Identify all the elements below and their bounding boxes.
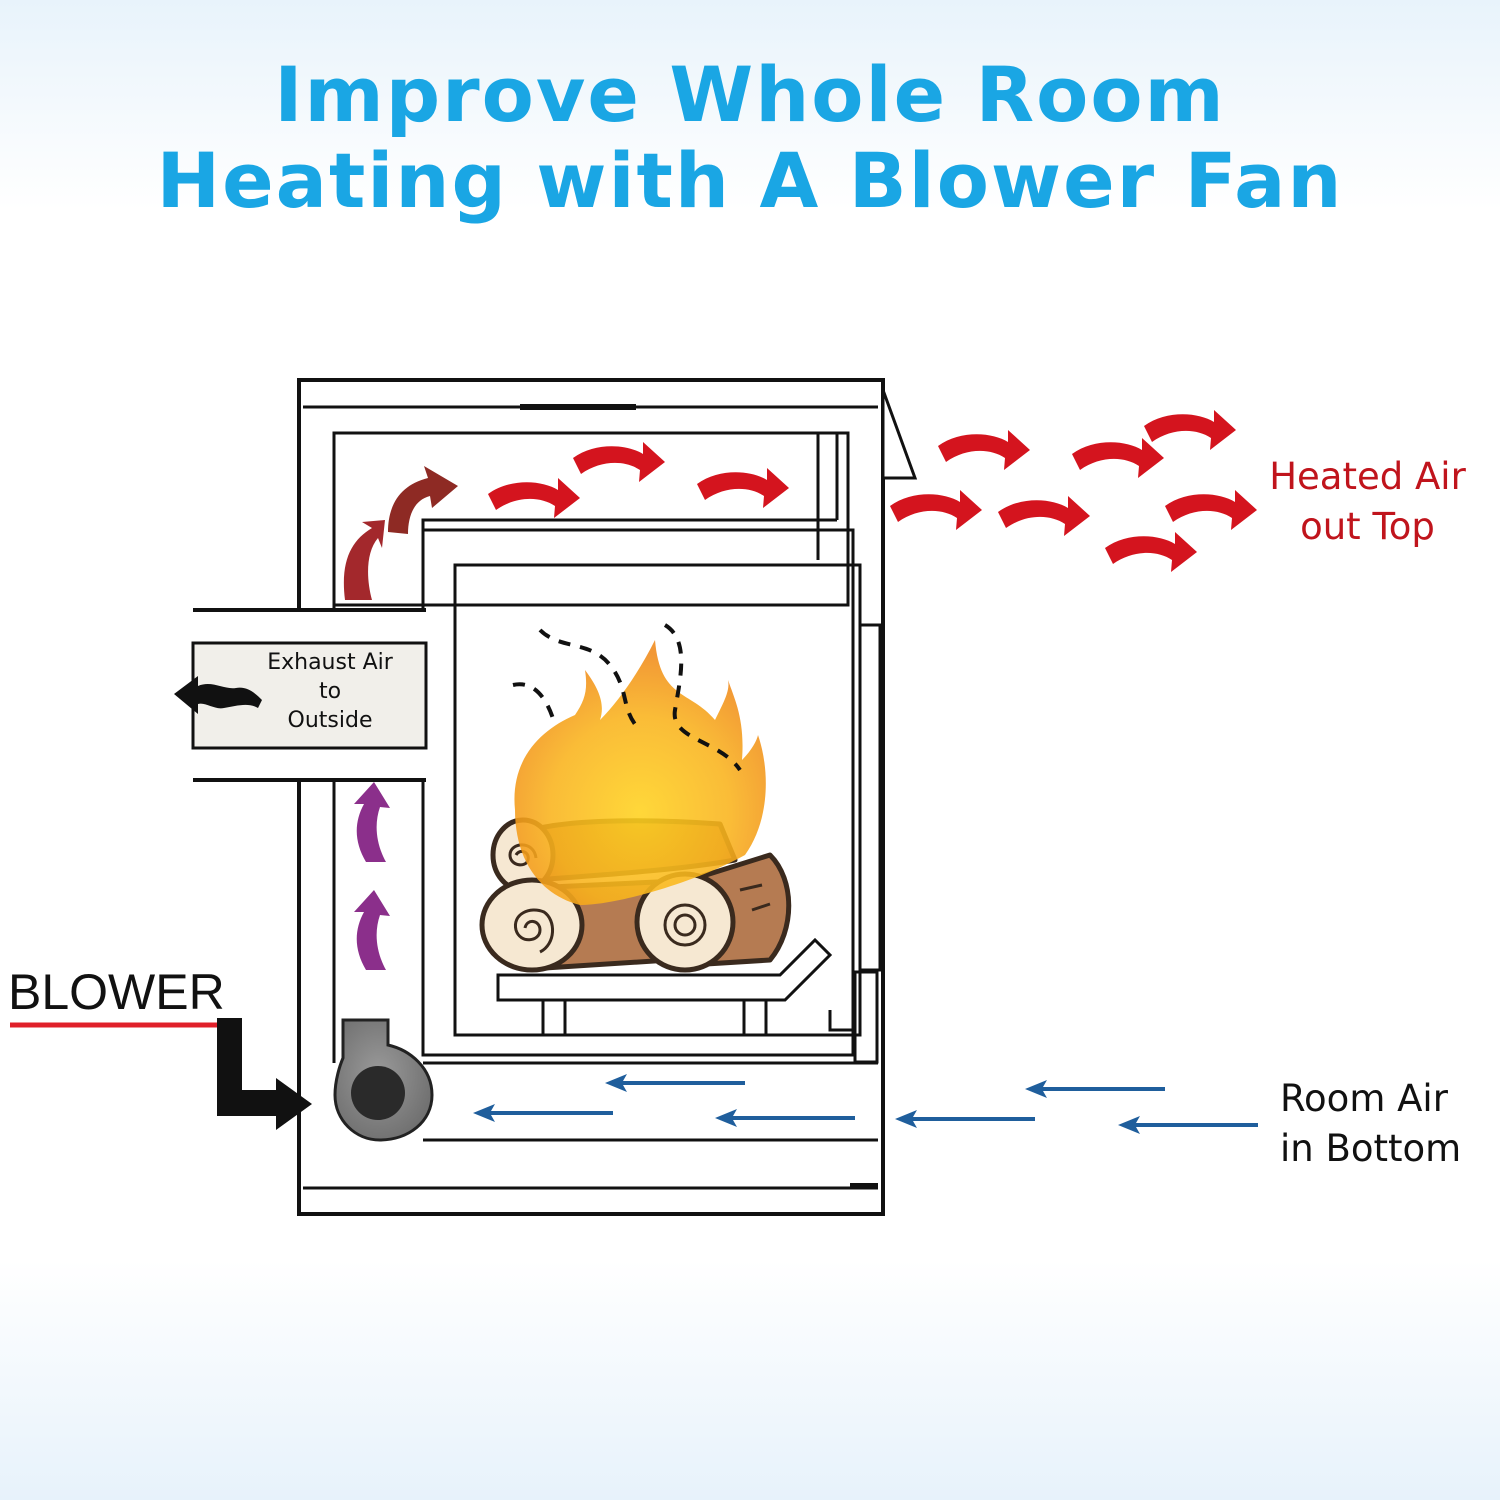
heated-arrow-icon bbox=[998, 496, 1090, 536]
page-title: Improve Whole Room Heating with A Blower… bbox=[0, 52, 1500, 224]
blower-label: BLOWER bbox=[8, 964, 225, 1020]
room-air-label-line-2: in Bottom bbox=[1280, 1127, 1462, 1170]
rising-air-arrows bbox=[354, 782, 390, 970]
room-air-arrow-icon bbox=[715, 1109, 855, 1127]
room-air-arrow-icon bbox=[895, 1110, 1035, 1128]
room-air-arrow-icon bbox=[1025, 1080, 1165, 1098]
room-air-arrows bbox=[473, 1074, 1258, 1134]
heated-arrow-icon bbox=[1072, 438, 1164, 478]
grate bbox=[496, 937, 855, 1037]
heated-arrow-icon bbox=[890, 490, 982, 530]
exhaust-label-line-1: Exhaust Air bbox=[267, 650, 393, 675]
heated-air-label-line-1: Heated Air bbox=[1269, 455, 1466, 498]
rising-arrow-icon bbox=[354, 890, 390, 970]
warming-arrow-icon bbox=[343, 520, 385, 600]
blower-fan-icon bbox=[333, 1018, 434, 1142]
flame-icon bbox=[514, 640, 766, 905]
warming-arrow-icon bbox=[388, 466, 458, 534]
heated-arrow-icon bbox=[697, 468, 789, 508]
room-air-label-line-1: Room Air bbox=[1280, 1077, 1448, 1120]
fireplace-icon bbox=[297, 378, 918, 1216]
exhaust-air-label: Exhaust Air to Outside bbox=[250, 648, 410, 735]
room-air-arrow-icon bbox=[605, 1074, 745, 1092]
heated-air-label-line-2: out Top bbox=[1300, 505, 1435, 548]
blower-arrow-icon bbox=[217, 1018, 312, 1130]
blower-wire bbox=[10, 1018, 312, 1130]
room-air-arrow-icon bbox=[1118, 1116, 1258, 1134]
exhaust-arrow-icon bbox=[174, 676, 262, 714]
heated-arrow-icon bbox=[573, 442, 665, 482]
room-air-arrow-icon bbox=[473, 1104, 613, 1122]
heated-arrow-icon bbox=[1105, 532, 1197, 572]
heated-air-label: Heated Air out Top bbox=[1255, 452, 1480, 552]
heated-arrow-icon bbox=[488, 478, 580, 518]
warming-air-arrows bbox=[343, 442, 789, 600]
heated-air-arrows bbox=[890, 410, 1257, 572]
exhaust-label-line-3: Outside bbox=[287, 708, 373, 733]
exhaust-duct bbox=[174, 608, 428, 782]
heated-arrow-icon bbox=[1144, 410, 1236, 450]
exhaust-label-line-2: to bbox=[318, 679, 342, 704]
title-line-1: Improve Whole Room bbox=[274, 50, 1226, 139]
smoke-icon bbox=[512, 623, 742, 772]
rising-arrow-icon bbox=[354, 782, 390, 862]
title-line-2: Heating with A Blower Fan bbox=[156, 136, 1344, 225]
heated-arrow-icon bbox=[1165, 490, 1257, 530]
room-air-label: Room Air in Bottom bbox=[1280, 1074, 1495, 1174]
heated-arrow-icon bbox=[938, 430, 1030, 470]
